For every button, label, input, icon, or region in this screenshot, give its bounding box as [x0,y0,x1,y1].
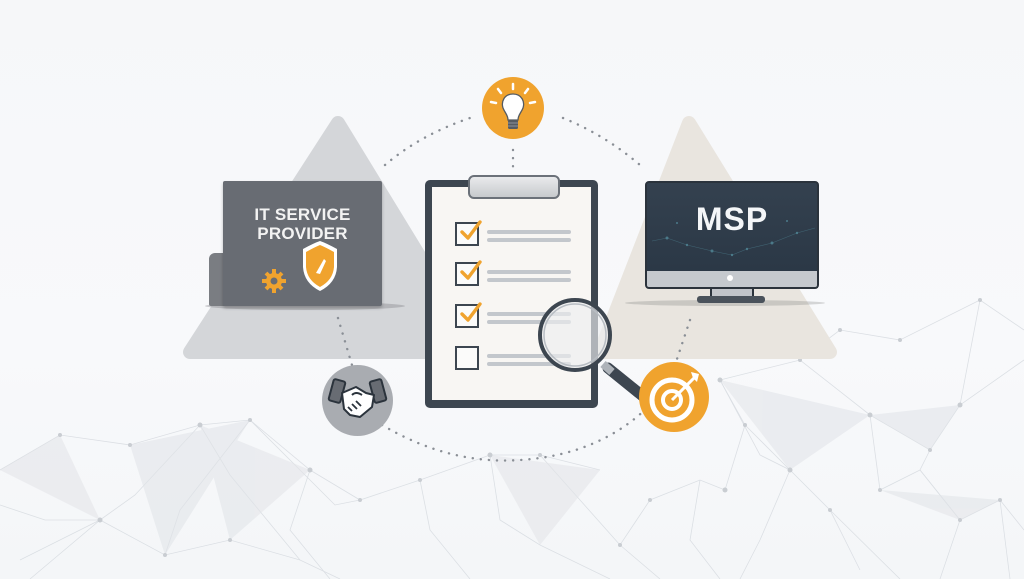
text-line [487,238,571,242]
panel-shadow [205,302,405,310]
monitor-neck [710,289,754,297]
lightbulb-circle [482,77,544,139]
it-service-provider-panel: IT SERVICE PROVIDER [223,181,382,306]
target-circle [639,362,709,432]
target-icon [649,372,699,423]
monitor-title: MSP [695,201,769,237]
clipboard-clamp [468,175,560,199]
checkmark-icon [460,220,482,240]
text-line [487,312,571,316]
text-line [487,362,571,366]
monitor-power-dot [727,275,733,281]
monitor-base [697,296,765,303]
shield-icon [303,241,337,291]
msp-monitor-screen: MSP [645,181,819,273]
panel-title-line1: IT SERVICE [254,205,351,224]
checkbox-unchecked [455,346,479,370]
text-line [487,270,571,274]
checkmark-icon [460,260,482,280]
panel-title: IT SERVICE PROVIDER [223,205,382,243]
handshake-circle [322,365,393,436]
monitor-shadow [625,300,825,306]
text-line [487,230,571,234]
text-line [487,278,571,282]
text-line [487,354,571,358]
checkmark-icon [460,302,482,322]
text-line [487,320,571,324]
lightbulb-icon [489,82,537,129]
gear-icon [262,269,286,293]
checkbox-checked [455,262,479,286]
handshake-icon [327,378,388,418]
panel-title-line2: PROVIDER [257,224,348,243]
